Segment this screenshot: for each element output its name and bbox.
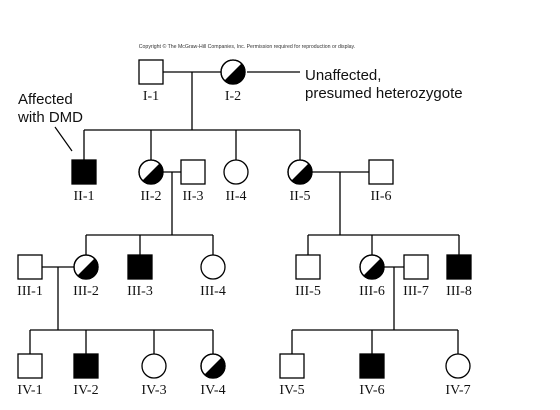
individual-label: IV-5 — [279, 383, 304, 398]
individual-ii-6 — [368, 159, 394, 185]
individual-iv-7 — [445, 353, 471, 379]
individual-iii-4 — [200, 254, 226, 280]
individual-ii-2 — [138, 159, 164, 185]
carrier-outline — [287, 159, 313, 185]
carrier-half-fill — [77, 258, 99, 280]
carrier-half-fill — [224, 63, 245, 84]
individual-label: II-3 — [183, 189, 204, 204]
carrier-outline — [138, 159, 164, 185]
individual-iv-1 — [17, 353, 43, 379]
affected-annotation-pointer — [54, 126, 73, 152]
affected-annotation-line1: Affected — [18, 91, 73, 108]
individual-label: III-5 — [295, 284, 321, 299]
individual-iv-2 — [73, 353, 99, 379]
individual-ii-4 — [223, 159, 249, 185]
individual-iii-6 — [359, 254, 385, 280]
individual-label: III-3 — [127, 284, 153, 299]
carrier-half-fill — [204, 357, 225, 379]
affected-annotation-line2: with DMD — [17, 109, 83, 126]
affected-male-symbol — [127, 254, 153, 280]
unaffected-male-symbol — [180, 159, 206, 185]
individual-iv-5 — [279, 353, 305, 379]
individual-label: III-2 — [73, 284, 99, 299]
carrier-half-fill — [142, 163, 163, 184]
individual-iv-4 — [200, 353, 226, 379]
individual-i-1 — [138, 59, 164, 85]
individual-iii-3 — [127, 254, 153, 280]
individual-label: II-5 — [290, 189, 311, 204]
individual-iii-2 — [73, 254, 99, 280]
individual-iii-7 — [403, 254, 429, 280]
individual-label: IV-1 — [17, 383, 42, 398]
individual-label: IV-4 — [200, 383, 225, 398]
affected-male-symbol — [71, 159, 97, 185]
unaffected-male-symbol — [403, 254, 429, 280]
individual-iii-1 — [17, 254, 43, 280]
individual-label: III-8 — [446, 284, 472, 299]
copyright-notice: Copyright © The McGraw-Hill Companies, I… — [139, 43, 355, 50]
individual-label: IV-2 — [73, 383, 98, 398]
individual-label: II-1 — [74, 189, 95, 204]
individual-symbols — [17, 59, 472, 379]
individual-ii-5 — [287, 159, 313, 185]
affected-male-symbol — [446, 254, 472, 280]
unaffected-male-symbol — [17, 353, 43, 379]
individual-ii-3 — [180, 159, 206, 185]
unaffected-male-symbol — [368, 159, 394, 185]
unaffected-female-symbol — [200, 254, 226, 280]
individual-label: IV-7 — [445, 383, 470, 398]
individual-label: II-2 — [141, 189, 162, 204]
unaffected-female-symbol — [141, 353, 167, 379]
individual-i-2 — [220, 59, 246, 85]
individual-ii-1 — [71, 159, 97, 185]
individual-label: I-1 — [143, 89, 159, 104]
individual-label: II-6 — [371, 189, 392, 204]
unaffected-female-symbol — [223, 159, 249, 185]
individual-iii-5 — [295, 254, 321, 280]
carrier-annotation-line2: presumed heterozygote — [305, 85, 463, 102]
carrier-outline — [73, 254, 99, 280]
carrier-annotation-line1: Unaffected, — [305, 67, 381, 84]
individual-label: III-1 — [17, 284, 43, 299]
individual-iv-3 — [141, 353, 167, 379]
carrier-half-fill — [291, 163, 312, 185]
individual-iv-6 — [359, 353, 385, 379]
unaffected-male-symbol — [138, 59, 164, 85]
carrier-outline — [200, 353, 226, 379]
individual-label: III-4 — [200, 284, 226, 299]
individual-label: II-4 — [226, 189, 247, 204]
unaffected-female-symbol — [445, 353, 471, 379]
individual-label: III-7 — [403, 284, 429, 299]
individual-label: IV-6 — [359, 383, 384, 398]
unaffected-male-symbol — [279, 353, 305, 379]
carrier-outline — [359, 254, 385, 280]
affected-male-symbol — [73, 353, 99, 379]
individual-label: IV-3 — [141, 383, 166, 398]
carrier-outline — [220, 59, 246, 85]
individual-label: III-6 — [359, 284, 385, 299]
individual-label: I-2 — [225, 89, 241, 104]
individual-iii-8 — [446, 254, 472, 280]
unaffected-male-symbol — [295, 254, 321, 280]
relationship-lines — [29, 71, 460, 354]
affected-male-symbol — [359, 353, 385, 379]
unaffected-male-symbol — [17, 254, 43, 280]
carrier-half-fill — [363, 258, 384, 279]
